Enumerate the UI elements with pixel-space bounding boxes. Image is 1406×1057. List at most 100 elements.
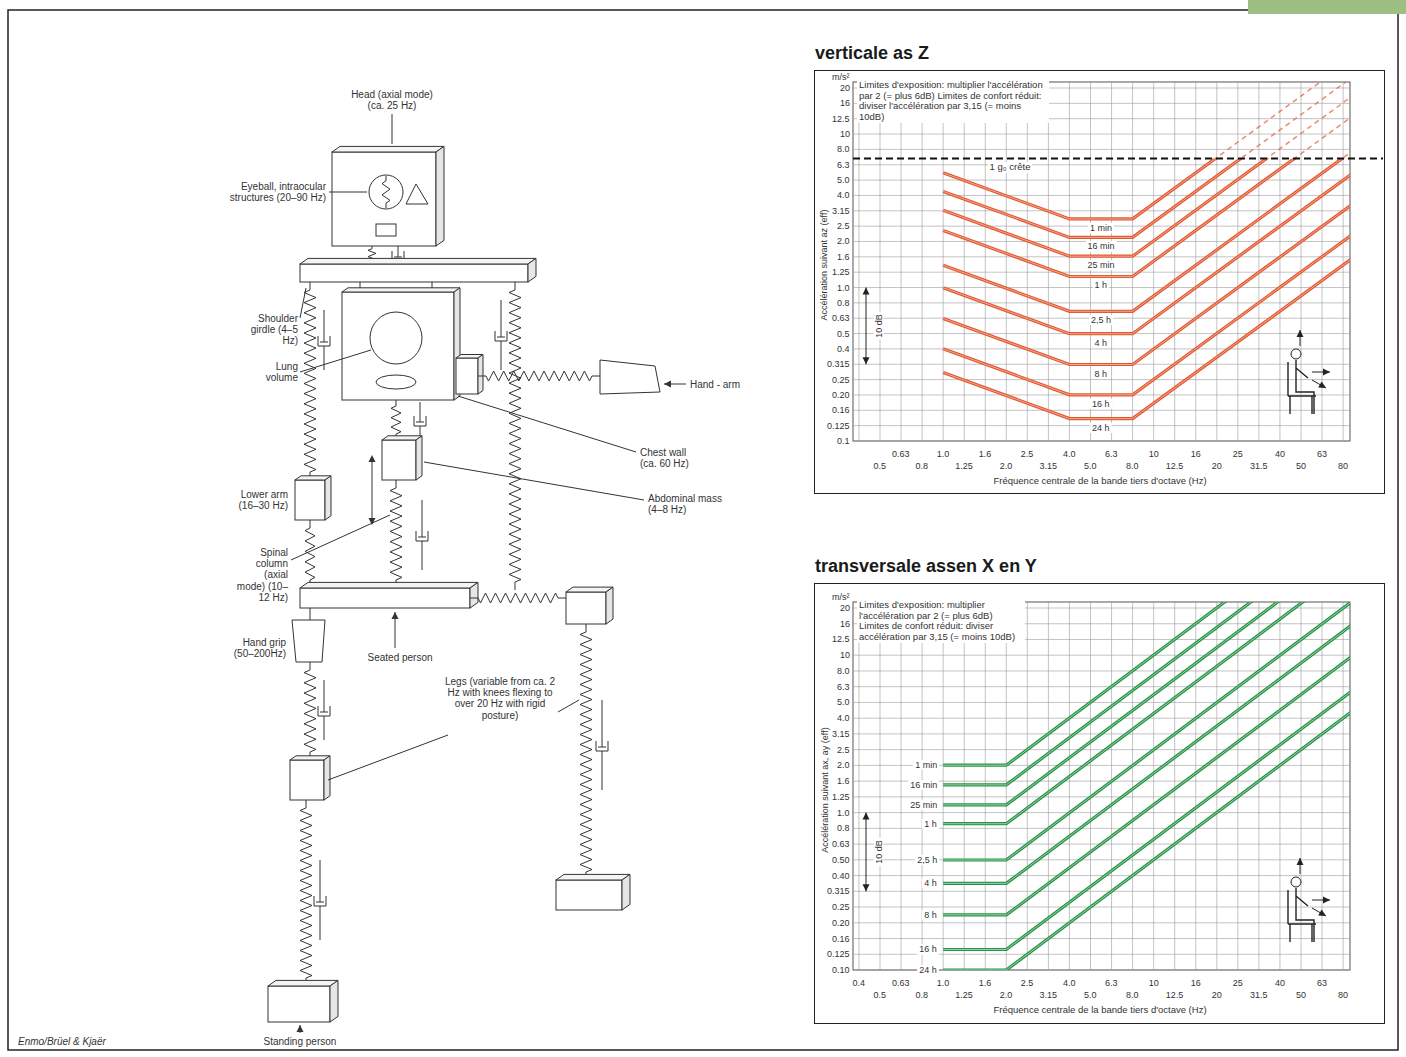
curve-label: 16 min [908,780,939,790]
damper-symbol [414,402,426,438]
limit-curve-core [943,158,1350,311]
axis-tick: 2.0 [837,760,850,770]
abdominal-mass-side [416,436,422,480]
limit-curve-dashed [943,149,1350,312]
seated-foot-top [556,874,630,880]
grid-line [853,149,1350,150]
axis-tick: 12.5 [832,114,850,124]
axis-tick: 20 [840,83,850,93]
axis-tick: 63 [1317,449,1327,459]
person-pictogram [1291,349,1301,359]
axis-tick: 12.5 [832,634,850,644]
grid-line [853,938,1350,939]
grid-line [922,82,923,441]
pelvis-top [300,582,478,588]
link-line [432,282,433,288]
grid-line [853,907,1350,908]
hand-grip-mass [292,620,325,662]
axis-tick: 3.15 [832,729,850,739]
curve-label: 2,5 h [915,855,939,865]
axis-tick: 0.1 [837,436,850,446]
axis-tick: 50 [1296,990,1306,1000]
curve-label: 8 h [922,910,939,920]
axis-tick: 4.0 [1063,978,1076,988]
axis-tick: 0.5 [837,329,850,339]
limit-curve-core [943,709,1350,970]
pelvis-side [470,582,478,608]
axis-tick: 0.315 [827,886,850,896]
neck-block [376,224,396,236]
grid-line [1069,602,1070,970]
limit-curve-core [943,158,1350,219]
lower-arm-mass [295,480,325,520]
axis-tick: 31.5 [1250,990,1268,1000]
thigh-mass [566,592,606,624]
axis-tick: 10 [1149,449,1159,459]
axis-tick: 5.0 [837,175,850,185]
axis-tick: 0.10 [832,965,850,975]
spring-symbol [580,624,592,880]
thigh-mass-side [606,587,613,624]
spring-symbol [305,520,315,588]
axis-tick: 0.125 [827,949,850,959]
arrow-head [863,357,870,364]
axis-tick: 0.50 [832,855,850,865]
axis-tick: 2.0 [1000,461,1013,471]
arrow-head [1323,897,1330,904]
limit-curve [943,232,1350,395]
axis-tick: 0.63 [892,978,910,988]
part-label: Lung volume [253,361,298,383]
arrow-line [1312,380,1326,388]
arm-mass-side [478,355,483,395]
grid-line [853,796,1350,797]
axis-tick: 3.15 [1039,990,1057,1000]
curve-label: 1 h [1093,280,1110,290]
support-label: Seated person [368,652,433,663]
limit-curve [943,256,1350,419]
axis-tick: 6.3 [837,682,850,692]
axis-tick: 63 [1317,978,1327,988]
axis-tick: 0.5 [874,990,887,1000]
limit-curve [943,709,1350,970]
knee-mass-top [290,756,330,760]
axis-unit: m/s² [832,72,850,82]
axis-tick: 31.5 [1250,461,1268,471]
axis-tick: 25 [1233,449,1243,459]
axis-tick: 0.20 [832,390,850,400]
limit-curve [943,158,1350,219]
damper-symbol [318,680,330,740]
grid-line [853,875,1350,876]
axis-tick: 8.0 [837,144,850,154]
grid-line [1237,602,1238,970]
curve-label: 16 min [1086,241,1117,251]
lung-volume [370,312,422,364]
grid-line [1216,602,1217,970]
grid-line [1132,602,1133,970]
thorax-top [342,288,460,292]
axis-tick: 1.6 [837,252,850,262]
axis-tick: 1.6 [979,449,992,459]
axis-tick: 0.4 [837,344,850,354]
part-label: Lower arm (16–30 Hz) [233,489,288,511]
grid-line [853,379,1350,380]
peak-label: 1 g₀ crête [988,162,1033,173]
shoulder-girdle-top [300,258,536,264]
support-label: Standing person [264,1036,337,1047]
grid-line [1216,82,1217,441]
part-label: Shoulder girdle (4–5 Hz) [243,313,298,347]
leader-line [558,700,579,712]
spring-symbol [304,282,316,480]
grid-line [853,348,1350,349]
axis-tick: 2.5 [1021,449,1034,459]
damper-symbol [495,300,507,370]
curve-label: 8 h [1093,369,1110,379]
person-pictogram [1291,877,1301,887]
thigh-mass-top [566,587,613,592]
axis-tick: 80 [1338,461,1348,471]
shoulder-girdle [300,264,528,282]
axis-tick: 0.16 [832,405,850,415]
chart-note: Limites d'exposition: multiplier l'accél… [857,600,1025,643]
axis-tick: 0.8 [837,298,850,308]
part-label: Spinal column (axial mode) (10–12 Hz) [236,547,288,603]
